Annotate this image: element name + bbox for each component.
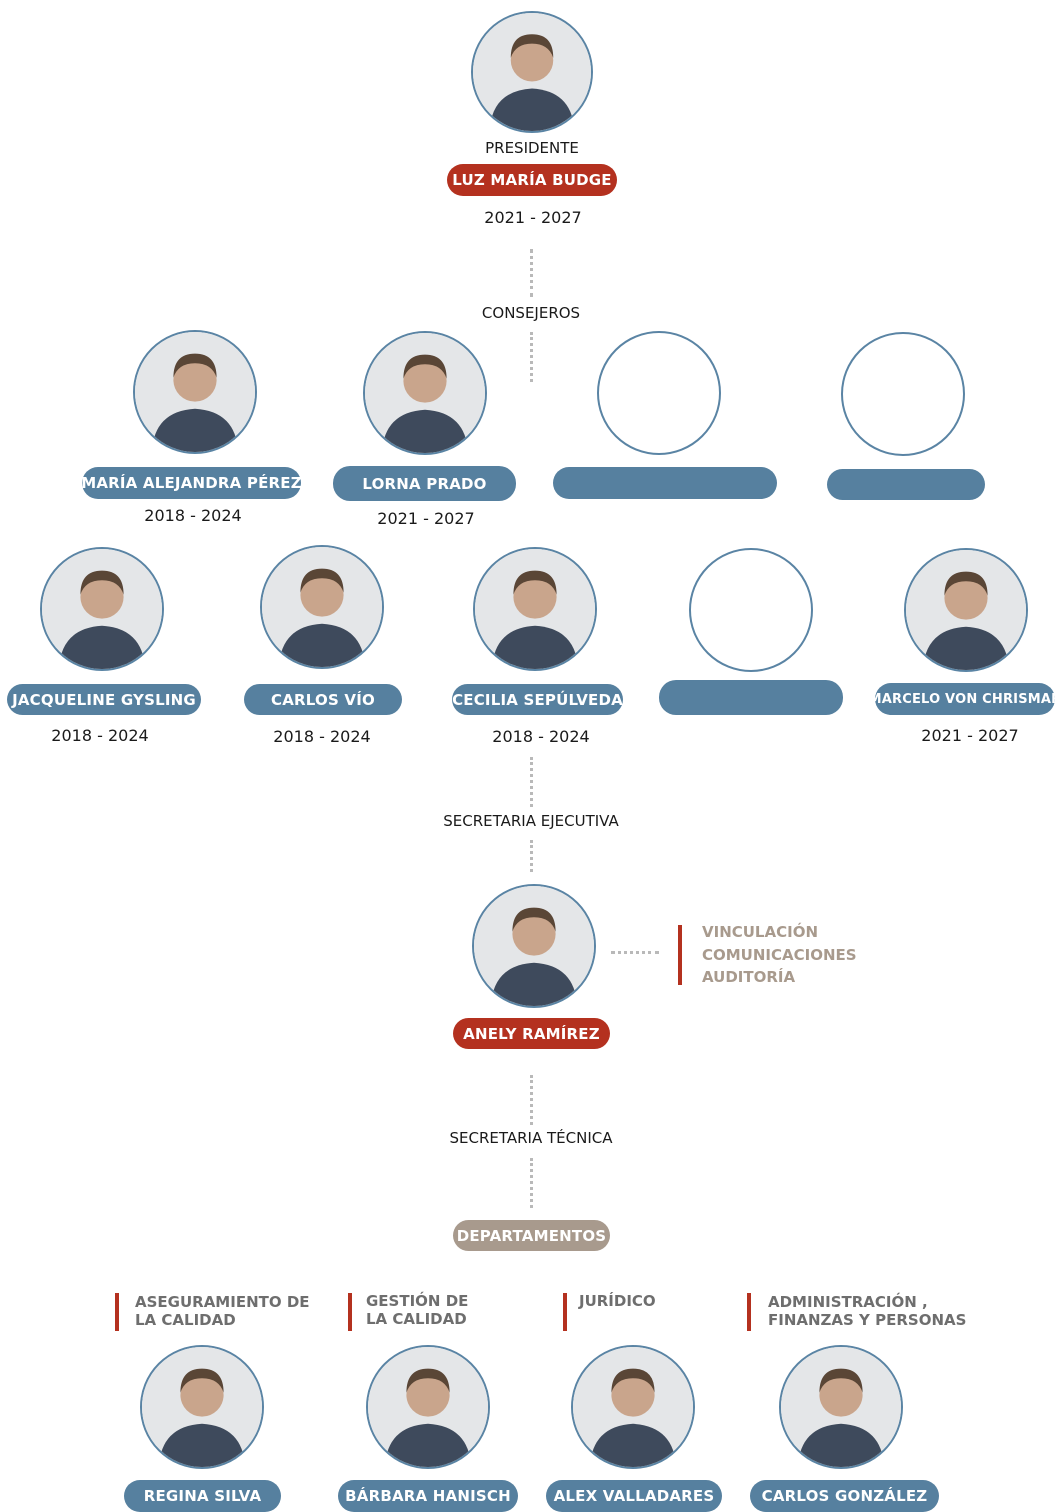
- department-head-photo: [140, 1345, 264, 1469]
- connector-line: [530, 249, 533, 297]
- accent-bar: [678, 925, 682, 985]
- connector-line: [611, 951, 659, 954]
- consejero-name-badge: CECILIA SEPÚLVEDA: [452, 684, 623, 715]
- consejero-name-badge: CARLOS VÍO: [244, 684, 402, 715]
- empty-photo-placeholder: [841, 332, 965, 456]
- accent-bar: [115, 1293, 119, 1331]
- empty-photo-placeholder: [597, 331, 721, 455]
- department-head-name-badge: ALEX VALLADARES: [546, 1480, 722, 1512]
- president-role-label: PRESIDENTE: [485, 139, 579, 157]
- accent-bar: [348, 1293, 352, 1331]
- department-title-line: LA CALIDAD: [135, 1311, 236, 1329]
- connector-line: [530, 757, 533, 807]
- department-head-photo: [779, 1345, 903, 1469]
- consejero-photo: [473, 547, 597, 671]
- department-title-line: JURÍDICO: [579, 1292, 656, 1310]
- consejeros-heading: CONSEJEROS: [481, 304, 581, 322]
- person-photo-icon: [906, 550, 1026, 670]
- president-photo: [471, 11, 593, 133]
- secretaria-tecnica-heading: SECRETARIA TÉCNICA: [449, 1129, 613, 1147]
- consejero-photo: [260, 545, 384, 669]
- consejero-name-badge: JACQUELINE GYSLING: [7, 684, 201, 715]
- unit-item: VINCULACIÓN: [702, 923, 818, 941]
- empty-name-badge: [553, 467, 777, 499]
- secretaria-ejecutiva-photo: [472, 884, 596, 1008]
- person-photo-icon: [262, 547, 382, 667]
- connector-line: [530, 332, 533, 382]
- department-head-name-badge: CARLOS GONZÁLEZ: [750, 1480, 939, 1512]
- consejero-term: 2018 - 2024: [492, 727, 590, 746]
- person-photo-icon: [474, 886, 594, 1006]
- empty-name-badge: [827, 469, 985, 500]
- department-title: JURÍDICO: [579, 1292, 656, 1310]
- person-photo-icon: [142, 1347, 262, 1467]
- empty-name-badge: [659, 680, 843, 715]
- person-photo-icon: [473, 13, 591, 131]
- person-photo-icon: [368, 1347, 488, 1467]
- department-title-line: GESTIÓN DE: [366, 1292, 469, 1310]
- person-photo-icon: [135, 332, 255, 452]
- person-photo-icon: [781, 1347, 901, 1467]
- connector-line: [530, 840, 533, 872]
- department-head-name-badge: REGINA SILVA: [124, 1480, 281, 1512]
- department-head-name-badge: BÁRBARA HANISCH: [338, 1480, 518, 1512]
- unit-item: AUDITORÍA: [702, 968, 796, 986]
- consejero-term: 2021 - 2027: [921, 726, 1019, 745]
- president-name-badge: LUZ MARÍA BUDGE: [447, 164, 617, 196]
- departamentos-badge: DEPARTAMENTOS: [453, 1220, 610, 1251]
- consejero-term: 2021 - 2027: [377, 509, 475, 528]
- consejero-name-badge: MARCELO VON CHRISMAR: [869, 683, 1055, 715]
- department-title: GESTIÓN DE LA CALIDAD: [366, 1292, 468, 1328]
- person-photo-icon: [42, 549, 162, 669]
- unit-item: COMUNICACIONES: [702, 945, 857, 964]
- department-head-photo: [366, 1345, 490, 1469]
- department-title-line: ADMINISTRACIÓN ,: [768, 1293, 928, 1311]
- consejero-term: 2018 - 2024: [51, 726, 149, 745]
- department-title-line: LA CALIDAD: [366, 1310, 467, 1328]
- person-photo-icon: [475, 549, 595, 669]
- consejero-name-badge: LORNA PRADO: [333, 466, 516, 501]
- consejero-name-badge: MARÍA ALEJANDRA PÉREZ: [81, 467, 302, 499]
- department-title: ADMINISTRACIÓN , FINANZAS Y PERSONAS: [768, 1293, 966, 1329]
- department-title: ASEGURAMIENTO DE LA CALIDAD: [135, 1293, 310, 1329]
- secretaria-ejecutiva-heading: SECRETARIA EJECUTIVA: [443, 812, 619, 830]
- unit-list: VINCULACIÓN COMUNICACIONES AUDITORÍA: [702, 921, 857, 989]
- department-head-photo: [571, 1345, 695, 1469]
- consejero-photo: [133, 330, 257, 454]
- connector-line: [530, 1158, 533, 1208]
- accent-bar: [563, 1293, 567, 1331]
- department-title-line: ASEGURAMIENTO DE: [135, 1293, 310, 1311]
- department-title-line: FINANZAS Y PERSONAS: [768, 1311, 967, 1329]
- consejero-photo: [904, 548, 1028, 672]
- consejero-photo: [363, 331, 487, 455]
- secretaria-ejecutiva-name-badge: ANELY RAMÍREZ: [453, 1018, 610, 1049]
- consejero-term: 2018 - 2024: [144, 506, 242, 525]
- president-term: 2021 - 2027: [484, 208, 582, 227]
- person-photo-icon: [573, 1347, 693, 1467]
- accent-bar: [747, 1293, 751, 1331]
- consejero-photo: [40, 547, 164, 671]
- person-photo-icon: [365, 333, 485, 453]
- empty-photo-placeholder: [689, 548, 813, 672]
- connector-line: [530, 1075, 533, 1125]
- consejero-term: 2018 - 2024: [273, 727, 371, 746]
